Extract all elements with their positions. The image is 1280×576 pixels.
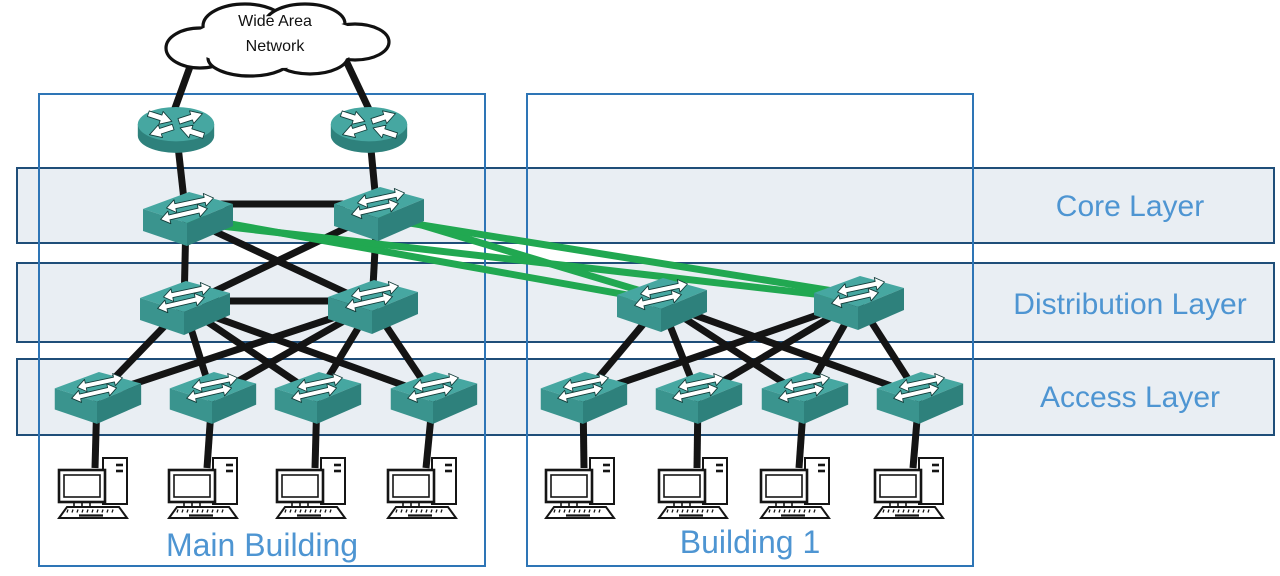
link-core1-dist4-green	[185, 218, 859, 303]
workstation-7	[759, 456, 839, 520]
workstation-icon	[759, 456, 839, 520]
distribution-switch-4	[808, 269, 908, 333]
workstation-icon	[386, 456, 466, 520]
router-1	[134, 99, 218, 157]
switch-icon	[535, 365, 631, 427]
switch-icon	[164, 365, 260, 427]
access-layer-label: Access Layer	[1039, 381, 1221, 414]
switch-icon	[328, 180, 428, 244]
switch-icon	[808, 269, 908, 333]
switch-icon	[49, 365, 145, 427]
access-switch-5	[535, 365, 631, 427]
workstation-icon	[275, 456, 355, 520]
switch-icon	[137, 185, 237, 249]
access-switch-2	[164, 365, 260, 427]
link-dist4-access5	[581, 297, 860, 400]
workstation-4	[386, 456, 466, 520]
building-1-box	[526, 93, 974, 567]
distribution-switch-2	[322, 273, 422, 337]
link-dist1-access4	[182, 302, 435, 400]
main-building-label: Main Building	[165, 527, 359, 563]
switch-icon	[650, 365, 746, 427]
workstation-icon	[57, 456, 137, 520]
router-icon	[134, 99, 218, 157]
access-switch-6	[650, 365, 746, 427]
workstation-5	[544, 456, 624, 520]
switch-icon	[871, 365, 967, 427]
workstation-3	[275, 456, 355, 520]
workstation-2	[167, 456, 247, 520]
switch-icon	[756, 365, 852, 427]
workstation-icon	[873, 456, 953, 520]
access-switch-7	[756, 365, 852, 427]
core-switch-1	[137, 185, 237, 249]
access-switch-3	[269, 365, 365, 427]
switch-icon	[322, 273, 422, 337]
switch-icon	[269, 365, 365, 427]
workstation-icon	[544, 456, 624, 520]
wan-cloud	[150, 0, 410, 82]
router-icon	[327, 99, 411, 157]
workstation-icon	[657, 456, 737, 520]
building-1-label: Building 1	[679, 524, 821, 560]
link-dist2-access1	[95, 301, 374, 400]
router-2	[327, 99, 411, 157]
switch-icon	[385, 365, 481, 427]
distribution-switch-1	[134, 274, 234, 338]
switch-icon	[611, 271, 711, 335]
core-layer-label: Core Layer	[1055, 190, 1205, 223]
access-switch-1	[49, 365, 145, 427]
access-switch-4	[385, 365, 481, 427]
distribution-switch-3	[611, 271, 711, 335]
wan-label: Wide Area Network	[238, 13, 312, 55]
link-core2-dist4-green	[377, 214, 859, 299]
switch-icon	[134, 274, 234, 338]
wan-cloud-icon	[164, 2, 391, 78]
access-switch-8	[871, 365, 967, 427]
core-switch-2	[328, 180, 428, 244]
workstation-8	[873, 456, 953, 520]
workstation-icon	[167, 456, 247, 520]
distribution-layer-label: Distribution Layer	[1013, 288, 1247, 321]
link-dist3-access8	[659, 299, 921, 400]
workstation-1	[57, 456, 137, 520]
main-building-box	[38, 93, 486, 567]
workstation-6	[657, 456, 737, 520]
